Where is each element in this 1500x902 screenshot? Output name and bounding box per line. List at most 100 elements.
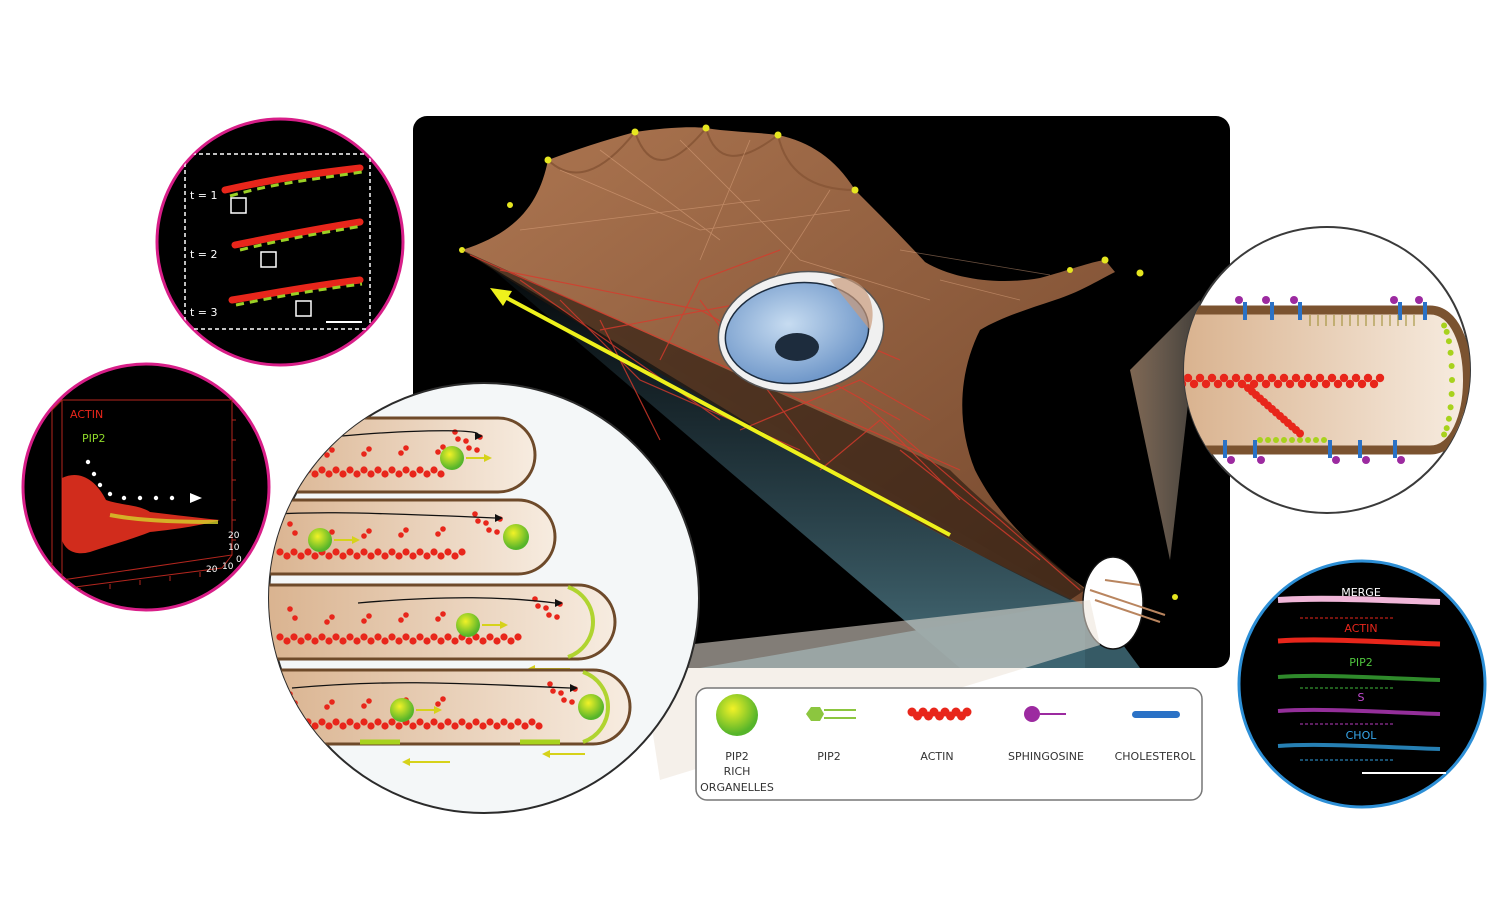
actin-monomer bbox=[466, 445, 472, 451]
actin-monomer bbox=[1339, 373, 1349, 383]
roi-box-3 bbox=[295, 300, 312, 317]
actin-monomer bbox=[332, 718, 340, 726]
sphingosine-icon bbox=[1024, 706, 1066, 722]
actin-monomer bbox=[292, 448, 298, 454]
actin-monomer bbox=[361, 703, 367, 709]
pip2-intensity-streak bbox=[109, 513, 219, 524]
actin-monomer bbox=[290, 548, 298, 556]
cholesterol-streak bbox=[1277, 742, 1441, 751]
actin-monomer bbox=[1351, 373, 1361, 383]
pip2-in-membrane bbox=[1281, 437, 1287, 443]
axis-tick-10b: 10 bbox=[222, 562, 234, 572]
actin-monomer bbox=[325, 470, 333, 478]
actin-monomer bbox=[276, 633, 284, 641]
actin-monomer bbox=[292, 530, 298, 536]
roi-box-1 bbox=[230, 197, 247, 214]
actin-monomer bbox=[311, 552, 319, 560]
actin-monomer bbox=[1207, 373, 1217, 383]
actin-monomer bbox=[558, 690, 564, 696]
actin-monomer bbox=[395, 637, 403, 645]
actin-monomer bbox=[437, 637, 445, 645]
actin-monomer bbox=[276, 548, 284, 556]
sphingosine-in-membrane bbox=[1235, 296, 1243, 304]
actin-monomer bbox=[297, 722, 305, 730]
actin-monomer bbox=[318, 633, 326, 641]
actin-monomer bbox=[1296, 429, 1304, 438]
actin-monomer bbox=[1333, 379, 1343, 389]
actin-monomer bbox=[416, 718, 424, 726]
pip2-in-membrane bbox=[1265, 437, 1271, 443]
actin-monomer bbox=[325, 552, 333, 560]
membrane-tip-panel bbox=[1183, 226, 1471, 514]
actin-monomer bbox=[353, 637, 361, 645]
pip2-in-membrane bbox=[1313, 437, 1319, 443]
transport-arrow-head bbox=[475, 432, 483, 440]
transport-arrow bbox=[291, 682, 571, 689]
actin-monomer bbox=[283, 722, 291, 730]
actin-monomer bbox=[444, 548, 452, 556]
transport-arrow-head bbox=[495, 514, 503, 522]
actin-monomer bbox=[409, 470, 417, 478]
actin-monomer bbox=[398, 617, 404, 623]
actin-monomer bbox=[458, 548, 466, 556]
actin-monomer bbox=[325, 637, 333, 645]
actin-monomer bbox=[435, 701, 441, 707]
actin-monomer bbox=[329, 529, 335, 535]
retrograde-arrow-head bbox=[402, 758, 410, 766]
organelle-motion-arrow-head bbox=[500, 621, 508, 629]
actin-monomer bbox=[304, 633, 312, 641]
actin-monomer bbox=[1315, 373, 1325, 383]
sphingosine-in-membrane bbox=[1362, 456, 1370, 464]
pip2-in-membrane bbox=[1273, 437, 1279, 443]
actin-monomer bbox=[437, 470, 445, 478]
time-lapse-panel: t = 1 t = 2 t = 3 bbox=[155, 117, 405, 367]
actin-monomer bbox=[1219, 373, 1229, 383]
actin-monomer bbox=[360, 466, 368, 474]
actin-filament-icon bbox=[907, 707, 972, 721]
actin-monomer bbox=[395, 470, 403, 478]
pip2-organelle bbox=[440, 446, 464, 470]
sphingosine-in-membrane bbox=[1257, 456, 1265, 464]
actin-monomer bbox=[283, 637, 291, 645]
actin-monomer bbox=[353, 722, 361, 730]
legend-label-actin: ACTIN bbox=[920, 750, 953, 763]
pip2-lipid-icon bbox=[806, 707, 856, 721]
actin-monomer bbox=[361, 618, 367, 624]
actin-monomer bbox=[395, 722, 403, 730]
actin-monomer bbox=[1309, 379, 1319, 389]
actin-monomer bbox=[416, 548, 424, 556]
transport-arrow bbox=[269, 512, 496, 519]
legend-label-cholesterol: CHOLESTEROL bbox=[1115, 750, 1197, 763]
actin-monomer bbox=[346, 718, 354, 726]
retrograde-arrow-head bbox=[542, 750, 550, 758]
actin-monomer bbox=[318, 718, 326, 726]
actin-monomer bbox=[367, 470, 375, 478]
actin-monomer bbox=[339, 722, 347, 730]
actin-monomer bbox=[346, 633, 354, 641]
actin-monomer bbox=[360, 548, 368, 556]
timelapse-streak-2 bbox=[231, 218, 364, 252]
actin-monomer bbox=[366, 528, 372, 534]
actin-monomer bbox=[402, 548, 410, 556]
actin-monomer bbox=[1237, 379, 1247, 389]
fluorescence-channels-panel: MERGE ACTIN PIP2 S CHOL bbox=[1237, 559, 1487, 809]
actin-monomer bbox=[465, 637, 473, 645]
actin-monomer bbox=[395, 552, 403, 560]
actin-monomer bbox=[416, 633, 424, 641]
legend-label-organelles-1: PIP2 bbox=[725, 750, 749, 763]
merge-streak bbox=[1277, 595, 1441, 605]
pip2-organelle-tip bbox=[503, 524, 529, 550]
actin-monomer bbox=[329, 699, 335, 705]
actin-monomer bbox=[550, 688, 556, 694]
actin-monomer bbox=[292, 615, 298, 621]
actin-monomer bbox=[339, 552, 347, 560]
cell-shadow bbox=[470, 250, 1085, 668]
actin-monomer bbox=[398, 450, 404, 456]
actin-monomer bbox=[451, 722, 459, 730]
actin-monomer bbox=[507, 637, 515, 645]
actin-monomer bbox=[486, 633, 494, 641]
legend-label-organelles-2: RICH bbox=[724, 765, 751, 778]
nucleolus bbox=[775, 333, 819, 361]
pip2-organelle bbox=[456, 613, 480, 637]
actin-monomer bbox=[1303, 373, 1313, 383]
